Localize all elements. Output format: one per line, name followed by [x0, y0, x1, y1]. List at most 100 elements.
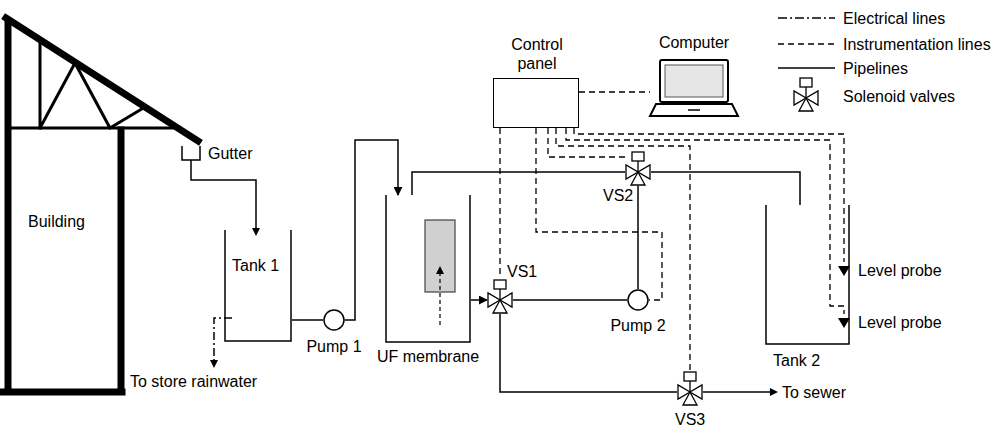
instrumentation-line [574, 128, 844, 262]
arrowhead [436, 266, 444, 274]
pipeline [513, 299, 627, 301]
arrowhead [770, 388, 778, 396]
pump-shape [323, 309, 345, 331]
legend-line [778, 67, 835, 69]
node-label: VS1 [507, 262, 537, 281]
solenoid-valve-shape [677, 370, 703, 406]
valve-body [493, 300, 507, 313]
solenoid-valve: VS2 [625, 150, 651, 186]
flow-arrow [439, 273, 440, 325]
pump: Pump 1 [323, 309, 345, 331]
control-panel: Control panel [493, 78, 579, 128]
pipeline [637, 186, 639, 289]
node-label: UF membrane [377, 347, 479, 366]
valve-symbol [678, 372, 702, 405]
valve-stem [637, 161, 638, 172]
computer-icon: Computer [650, 58, 738, 118]
instrumentation-line [566, 128, 844, 314]
legend-line [778, 43, 835, 45]
laptop-touchpad [688, 109, 700, 111]
instrumentation-line [548, 128, 625, 157]
tank-outline [225, 230, 291, 341]
roof-chord [6, 18, 198, 141]
node-label: Level probe [858, 313, 942, 332]
building [0, 18, 198, 392]
solenoid-valve: VS3 [677, 370, 703, 406]
legend-text: Solenoid valves [843, 87, 955, 106]
laptop-screen [660, 60, 728, 102]
legend-text: Electrical lines [843, 9, 945, 28]
valve-stem [499, 289, 500, 300]
gutter-symbol [182, 146, 200, 160]
arrowhead [252, 228, 260, 236]
legend-text: Pipelines [843, 59, 908, 78]
free-label: Gutter [208, 144, 252, 163]
pipeline [292, 319, 323, 321]
pump-symbol [628, 290, 648, 310]
valve-stem [805, 87, 806, 98]
valve-body [683, 392, 697, 405]
valve-symbol [488, 280, 512, 313]
roof-truss [40, 41, 145, 128]
pipeline [651, 172, 800, 205]
node-label: Tank 2 [773, 351, 820, 370]
electrical-line [214, 318, 232, 360]
node-label: Computer [659, 33, 729, 52]
laptop-base [650, 104, 738, 116]
node-label: Pump 1 [306, 337, 361, 356]
free-label: To store rainwater [130, 372, 257, 391]
probe-symbol [838, 318, 850, 328]
node-label: Control panel [497, 35, 577, 73]
pump-shape [627, 289, 649, 311]
node-label: Tank 1 [232, 256, 279, 275]
storage-outlet [210, 318, 232, 368]
arrowhead [210, 360, 218, 368]
instrumentation-line [499, 128, 500, 278]
uf-membrane-tank-shape [385, 195, 471, 343]
tank-outline [386, 195, 470, 342]
pipeline [345, 140, 398, 320]
valve-actuator [632, 152, 644, 161]
pump: Pump 2 [627, 289, 649, 311]
solenoid-valve-shape [487, 278, 513, 314]
pipeline [412, 172, 625, 195]
tank-shape [224, 230, 292, 342]
legend-line [778, 17, 835, 19]
instrumentation-line [556, 128, 690, 370]
control-panel-shape [494, 79, 580, 129]
level-probe: Level probe [836, 314, 946, 333]
pipeline [703, 391, 772, 393]
tank-outline [766, 205, 849, 344]
uf-membrane-tank: UF membrane [385, 195, 471, 343]
node-label: Pump 2 [610, 316, 665, 335]
computer-icon-shape [650, 58, 738, 118]
legend-text: Instrumentation lines [843, 35, 991, 54]
valve-body [631, 172, 645, 185]
downpipe [191, 160, 256, 228]
free-label: To sewer [782, 383, 846, 402]
valve-actuator [800, 78, 812, 87]
node-label: VS2 [603, 186, 633, 205]
laptop-display [665, 65, 723, 97]
valve-actuator [684, 372, 696, 381]
pipeline [471, 299, 487, 301]
node-label: Level probe [858, 261, 942, 280]
roof-chord [8, 127, 180, 130]
valve-body [799, 98, 813, 111]
legend-valve [794, 78, 818, 111]
instrumentation-line [579, 91, 650, 92]
pipeline [500, 314, 677, 392]
valve-symbol [626, 152, 650, 185]
sewer-outlet [703, 388, 778, 396]
node-label: VS3 [675, 410, 705, 429]
legend-samples [778, 18, 835, 111]
tank-shape [765, 205, 850, 345]
probe-symbol [838, 266, 850, 276]
tank: Tank 1 [224, 230, 292, 342]
instrumentation-line [536, 128, 662, 300]
solenoid-valve-shape [625, 150, 651, 186]
level-probe: Level probe [836, 262, 946, 281]
free-label: Building [28, 212, 85, 231]
